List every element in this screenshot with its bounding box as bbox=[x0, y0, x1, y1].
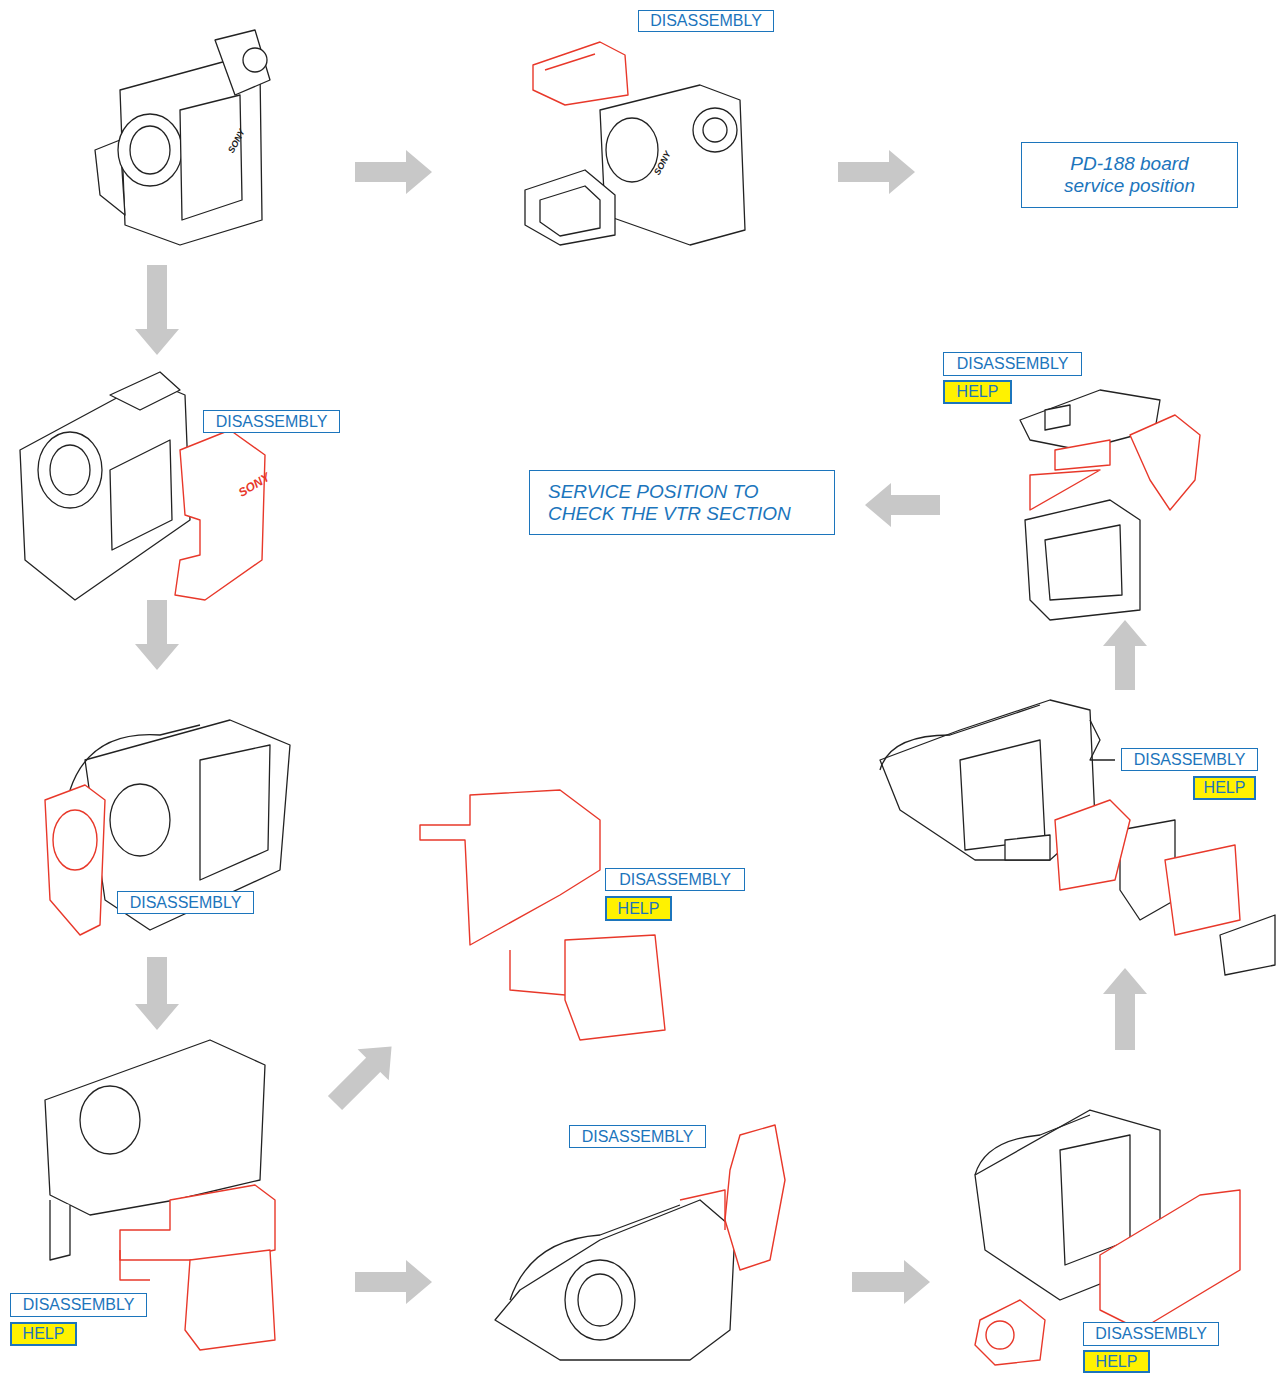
disassembly-tag: DISASSEMBLY bbox=[203, 410, 340, 433]
tag-text: PD-188 board service position bbox=[1050, 153, 1209, 197]
tag-text: DISASSEMBLY bbox=[204, 413, 339, 431]
tag-text: HELP bbox=[607, 900, 670, 918]
removed-parts bbox=[45, 42, 1240, 1365]
tag-text: DISASSEMBLY bbox=[1122, 751, 1257, 769]
help-tag: HELP bbox=[1083, 1350, 1150, 1373]
help-tag: HELP bbox=[10, 1322, 77, 1346]
tag-text: HELP bbox=[945, 383, 1010, 401]
help-tag: HELP bbox=[605, 896, 672, 921]
help-tag: HELP bbox=[943, 380, 1012, 404]
disassembly-tag: DISASSEMBLY bbox=[10, 1293, 147, 1317]
disassembly-tag: DISASSEMBLY bbox=[638, 10, 774, 32]
tag-text: HELP bbox=[1085, 1353, 1148, 1371]
tag-text: HELP bbox=[1195, 779, 1254, 797]
disassembly-tag: DISASSEMBLY bbox=[605, 868, 745, 891]
tag-text: DISASSEMBLY bbox=[570, 1128, 705, 1146]
service-position-box: PD-188 board service position bbox=[1021, 142, 1238, 208]
disassembly-tag: DISASSEMBLY bbox=[1121, 748, 1258, 771]
tag-text: DISASSEMBLY bbox=[944, 355, 1081, 373]
tag-text: DISASSEMBLY bbox=[11, 1296, 146, 1314]
tag-text: HELP bbox=[12, 1325, 75, 1343]
tag-text: SERVICE POSITION TO CHECK THE VTR SECTIO… bbox=[548, 481, 816, 525]
tag-text: DISASSEMBLY bbox=[118, 894, 253, 912]
disassembly-tag: DISASSEMBLY bbox=[943, 352, 1082, 376]
service-position-box: SERVICE POSITION TO CHECK THE VTR SECTIO… bbox=[529, 470, 835, 535]
disassembly-tag: DISASSEMBLY bbox=[1083, 1322, 1219, 1346]
help-tag: HELP bbox=[1193, 776, 1256, 800]
disassembly-tag: DISASSEMBLY bbox=[117, 891, 254, 914]
disassembly-tag: DISASSEMBLY bbox=[569, 1125, 706, 1148]
camera-drawings bbox=[20, 30, 1275, 1360]
tag-text: DISASSEMBLY bbox=[639, 12, 773, 30]
tag-text: DISASSEMBLY bbox=[606, 871, 744, 889]
flow-arrows bbox=[135, 150, 1147, 1304]
tag-text: DISASSEMBLY bbox=[1084, 1325, 1218, 1343]
